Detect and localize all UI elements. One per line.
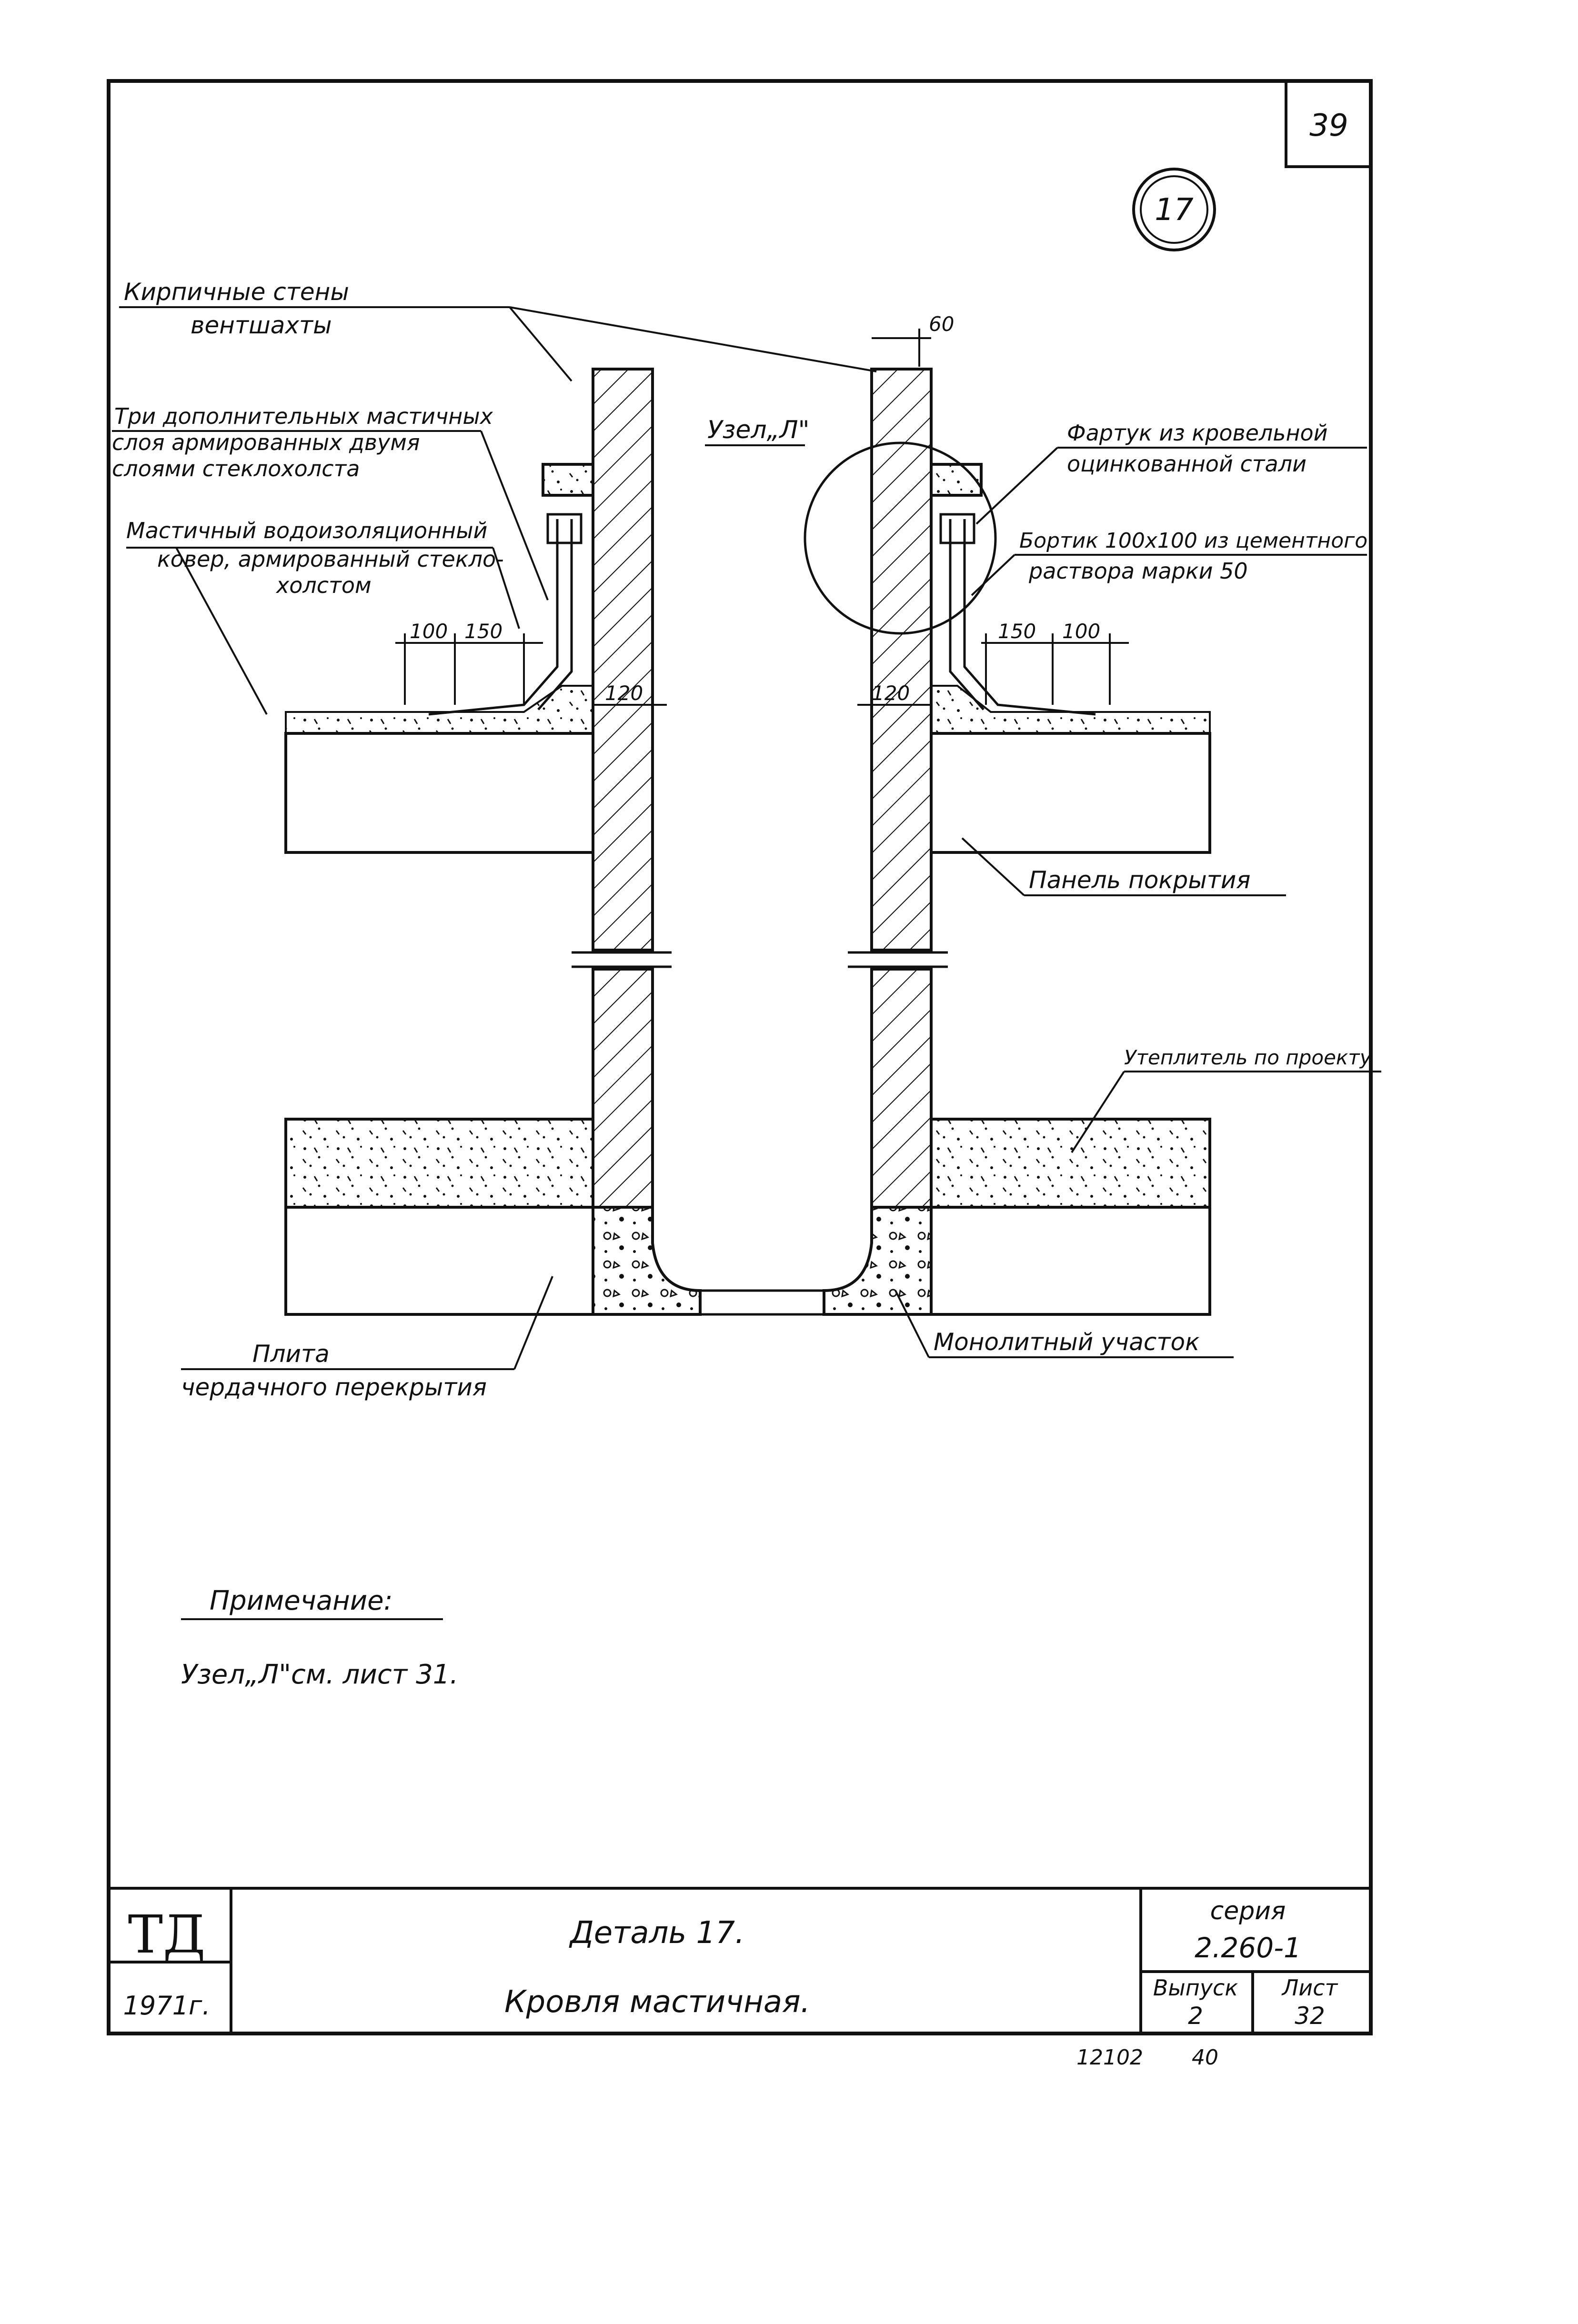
label-panel: Панель покрытия — [1029, 866, 1250, 894]
detail-marker-number: 17 — [1155, 192, 1194, 228]
label-slab-2: чердачного перекрытия — [181, 1373, 487, 1401]
dim-150-left: 150 — [464, 620, 503, 643]
series-label: серия — [1210, 1897, 1286, 1925]
dim-100-right: 100 — [1062, 620, 1100, 643]
title-line-1: Деталь 17. — [569, 1915, 745, 1951]
year: 1971г. — [123, 1991, 211, 2021]
note-text: Узел„Л"см. лист 31. — [181, 1659, 458, 1690]
dim-60: 60 — [929, 312, 954, 336]
roof-panel-left — [284, 685, 594, 854]
label-node: Узел„Л" — [707, 416, 810, 444]
roof-panel-right — [930, 685, 1211, 854]
label-apron-2: оцинкованной стали — [1067, 451, 1307, 477]
monolithic-section — [592, 1206, 933, 1316]
label-monolith: Монолитный участок — [934, 1328, 1199, 1356]
label-three-layers-3: слоями стеклохолста — [112, 456, 360, 481]
title-line-2: Кровля мастичная. — [504, 1984, 810, 2020]
label-curb-2: раствора марки 50 — [1028, 558, 1248, 584]
label-carpet-2: ковер, армированный стекло- — [157, 546, 504, 572]
break-lines — [572, 951, 948, 968]
label-three-layers-1: Три дополнительных мастичных — [114, 403, 493, 429]
sheet-label: Лист — [1281, 1975, 1338, 2001]
detail-marker-circle — [1132, 168, 1216, 251]
corbel-left — [542, 463, 594, 497]
node-callout-circle — [804, 441, 997, 635]
leader-lines — [112, 306, 1381, 1370]
label-apron-1: Фартук из кровельной — [1067, 420, 1328, 446]
flashing-right — [939, 513, 1096, 716]
dimension-lines — [395, 329, 1129, 706]
label-three-layers-2: слоя армированных двумя — [112, 430, 420, 455]
page-number: 39 — [1309, 108, 1348, 143]
dim-100-left: 100 — [410, 620, 448, 643]
label-slab-1: Плита — [252, 1340, 330, 1368]
series-value: 2.260-1 — [1195, 1932, 1301, 1964]
stamp-1: 12102 — [1076, 2045, 1143, 2070]
attic-slab-left — [284, 1118, 594, 1316]
flashing-left — [428, 513, 583, 716]
sheet-value: 32 — [1295, 2002, 1325, 2030]
dim-120-right: 120 — [872, 681, 910, 705]
shaft-wall-left — [592, 368, 654, 1209]
attic-slab-right — [930, 1118, 1211, 1316]
label-carpet-3: холстом — [275, 572, 372, 598]
label-carpet-1: Мастичный водоизоляционный — [126, 518, 487, 543]
note-heading: Примечание: — [210, 1585, 392, 1616]
corbel-right — [930, 463, 983, 497]
label-brick-walls-1: Кирпичные стены — [124, 278, 349, 306]
dim-120-left: 120 — [605, 681, 643, 705]
issue-value: 2 — [1188, 2002, 1203, 2030]
issue-label: Выпуск — [1153, 1975, 1238, 2001]
logo: ТД — [128, 1904, 206, 1965]
title-block — [107, 1887, 1372, 2035]
dim-150-right: 150 — [998, 620, 1036, 643]
stamp-2: 40 — [1192, 2045, 1218, 2070]
shaft-wall-right — [870, 368, 933, 1209]
label-curb-1: Бортик 100х100 из цементного — [1019, 529, 1367, 553]
label-insulation: Утеплитель по проекту — [1124, 1046, 1372, 1069]
label-brick-walls-2: вентшахты — [191, 311, 332, 339]
